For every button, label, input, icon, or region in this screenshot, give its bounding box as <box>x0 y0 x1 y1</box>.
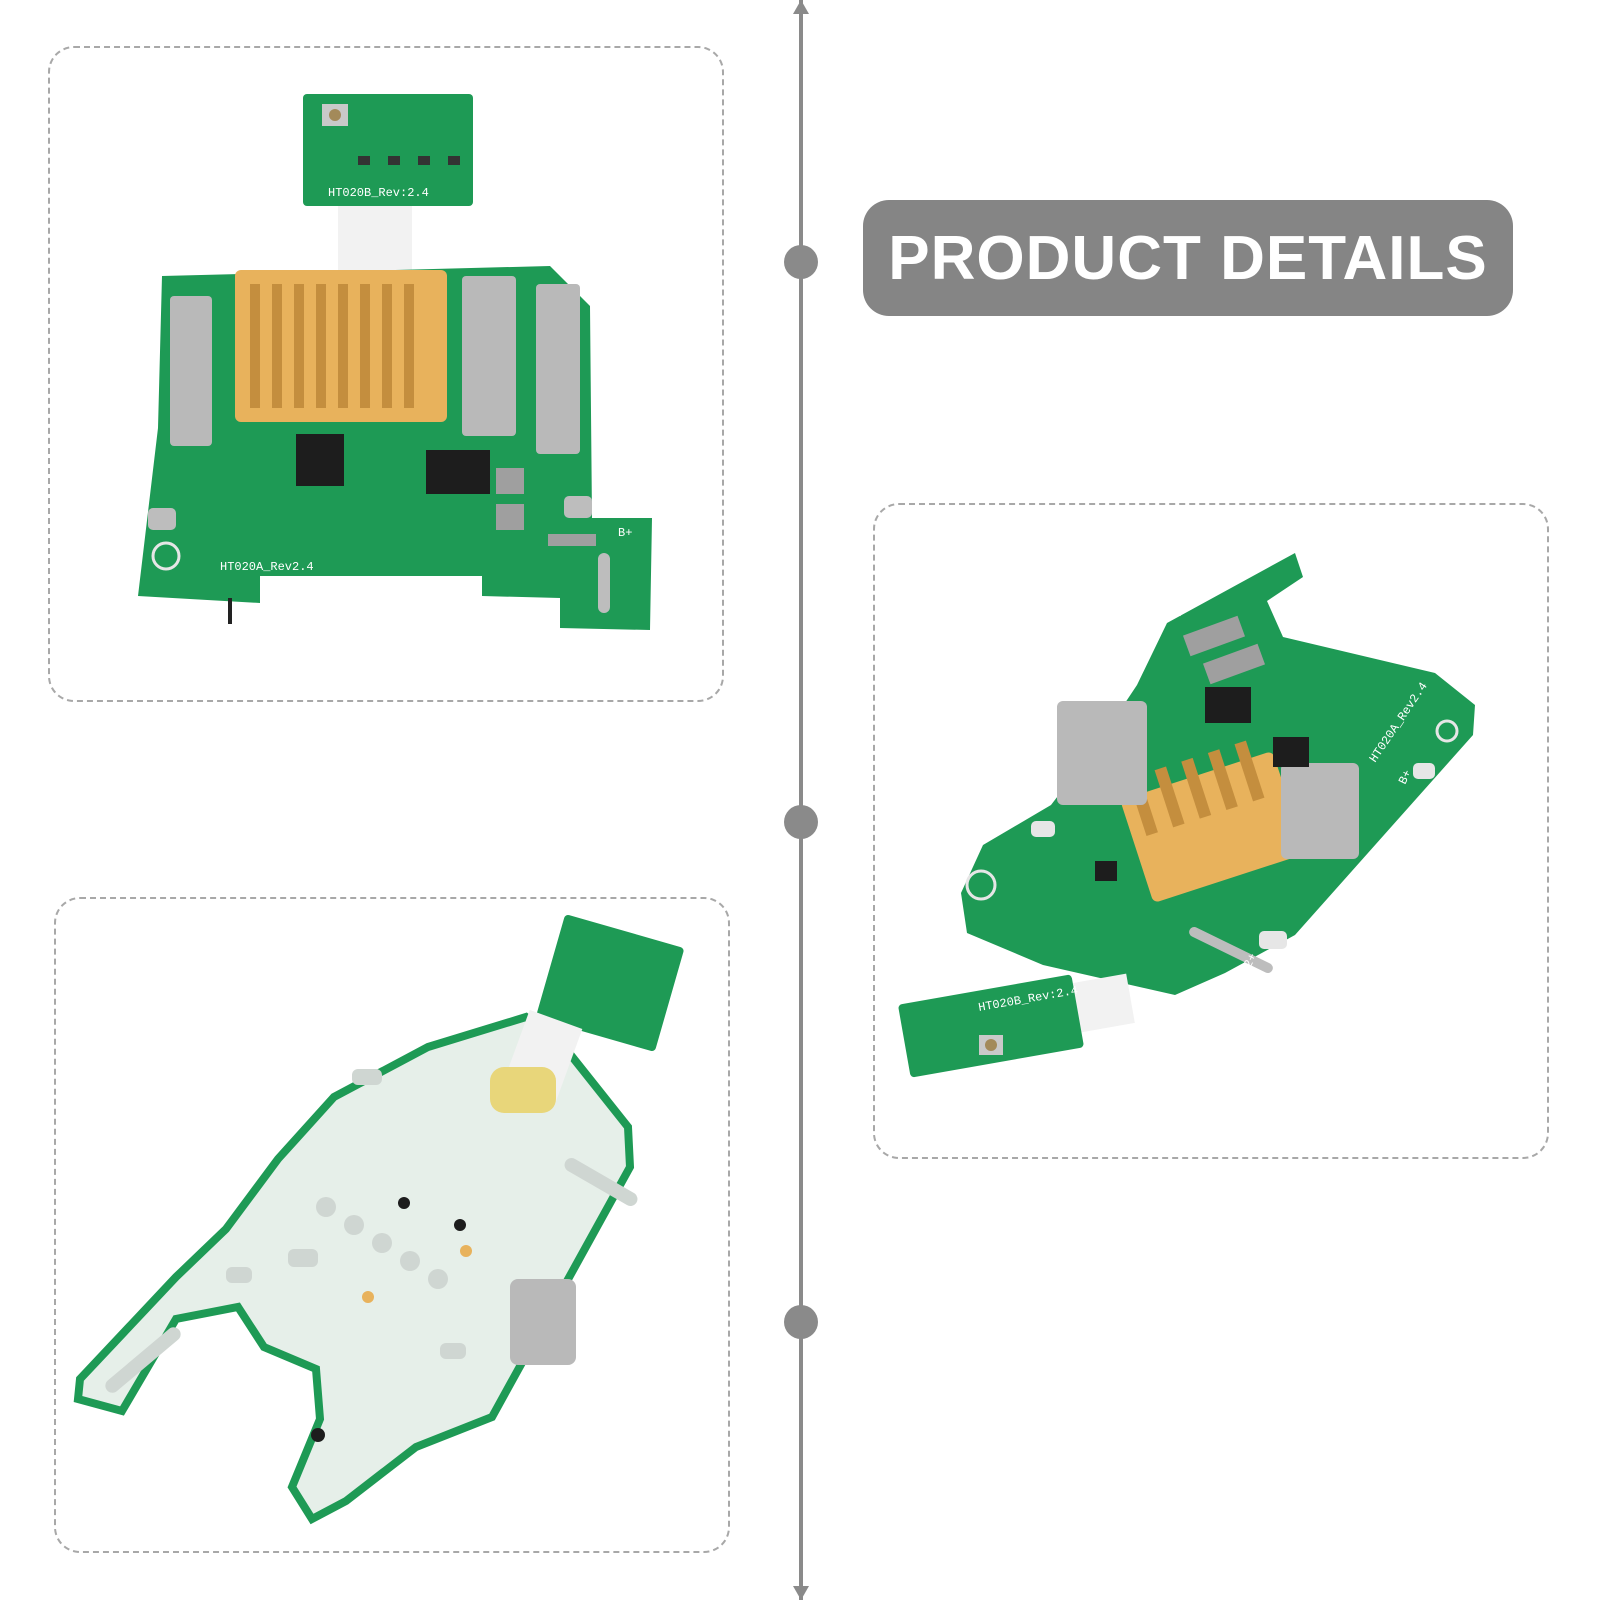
terminal-top-label: B+ <box>1171 600 1190 619</box>
timeline-node-icon <box>784 245 818 279</box>
pcb-board-front-image: HT020B_Rev:2.4 HT020A_Rev2.4 B+ <box>138 94 652 630</box>
product-photo-right: B+ B+ B2+ -B HT020A_Rev2.4 HT020B_Rev:2.… <box>873 503 1549 1159</box>
product-details-banner: PRODUCT DETAILS <box>863 200 1513 316</box>
page-title: PRODUCT DETAILS <box>888 223 1488 293</box>
ic-chip <box>296 434 344 486</box>
terminal-b1-label: B+ <box>1396 768 1415 787</box>
terminal-label: B+ <box>618 526 632 540</box>
main-pcb-back <box>73 1012 635 1525</box>
arrow-up-icon <box>793 0 809 14</box>
timeline-line <box>799 0 803 1600</box>
main-board-label: HT020A_Rev2.4 <box>220 560 314 574</box>
product-photo-bottom-left <box>54 897 730 1553</box>
metal-terminal-right <box>536 284 580 454</box>
mosfet-chip <box>1205 687 1251 723</box>
mosfet-chip <box>426 450 490 494</box>
terminal-minus-label: -B <box>1206 978 1225 997</box>
metal-terminal-peek <box>510 1279 576 1365</box>
metal-terminal-right <box>1281 763 1359 859</box>
indicator-board <box>898 974 1084 1078</box>
indicator-board <box>536 914 684 1052</box>
metal-terminal-left <box>170 296 212 446</box>
ribbon-board-label: HT020B_Rev:2.4 <box>328 186 429 200</box>
pcb-board-angled-image: B+ B+ B2+ -B HT020A_Rev2.4 HT020B_Rev:2.… <box>898 553 1475 1078</box>
ribbon-cable <box>1061 973 1135 1035</box>
ribbon-cable <box>338 206 412 276</box>
timeline-node-icon <box>784 805 818 839</box>
pcb-board-back-image <box>73 914 684 1525</box>
product-photo-top-left: HT020B_Rev:2.4 HT020A_Rev2.4 B+ <box>48 46 724 702</box>
timeline-node-icon <box>784 1305 818 1339</box>
glue-patch <box>490 1067 556 1113</box>
metal-terminal-left <box>1057 701 1147 805</box>
metal-terminal-center <box>462 276 516 436</box>
arrow-down-icon <box>793 1586 809 1600</box>
